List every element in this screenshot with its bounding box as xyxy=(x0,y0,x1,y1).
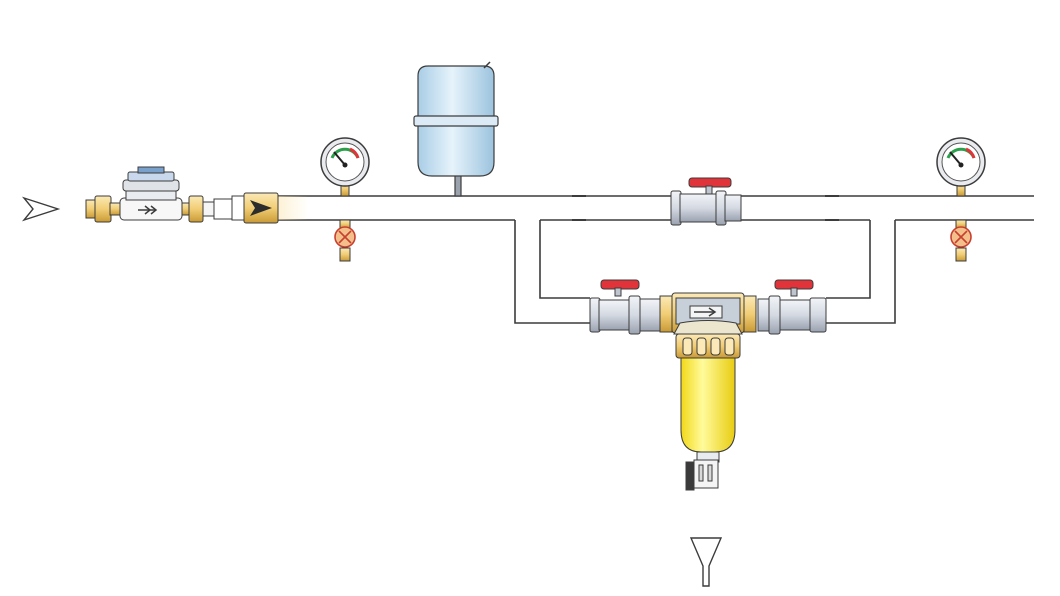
water-filter-icon xyxy=(659,292,757,491)
pipe-joints xyxy=(572,195,839,221)
check-valve-icon xyxy=(231,192,308,224)
drain-valve-icon xyxy=(334,219,356,262)
ball-valve-icon xyxy=(670,177,742,226)
loop-inner-left xyxy=(539,220,590,299)
pressure-gauge-icon xyxy=(320,137,370,197)
drain-funnel-icon xyxy=(689,537,723,587)
loop-outer-right xyxy=(826,220,896,324)
loop-outer-left xyxy=(514,220,590,324)
pressure-gauge-icon xyxy=(936,137,986,197)
water-meter-icon xyxy=(85,166,235,223)
ball-valve-icon xyxy=(757,279,827,335)
drain-valve-icon xyxy=(950,219,972,262)
loop-inner-right xyxy=(826,220,871,299)
ball-valve-icon xyxy=(589,279,661,335)
flow-inlet-arrow-icon xyxy=(21,196,61,222)
expansion-tank-icon xyxy=(413,61,499,197)
